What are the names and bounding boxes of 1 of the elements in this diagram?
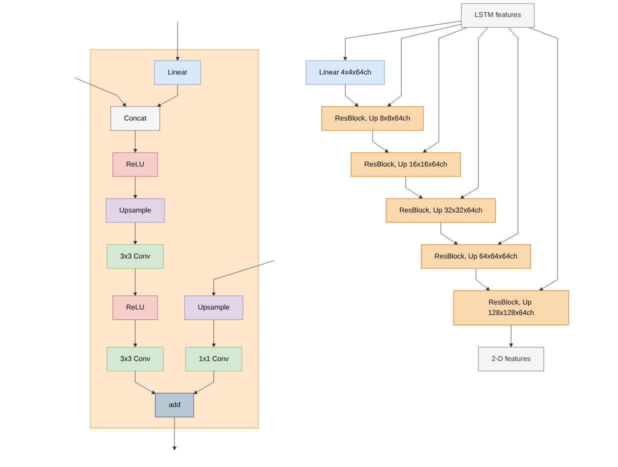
cluster	[90, 49, 260, 428]
